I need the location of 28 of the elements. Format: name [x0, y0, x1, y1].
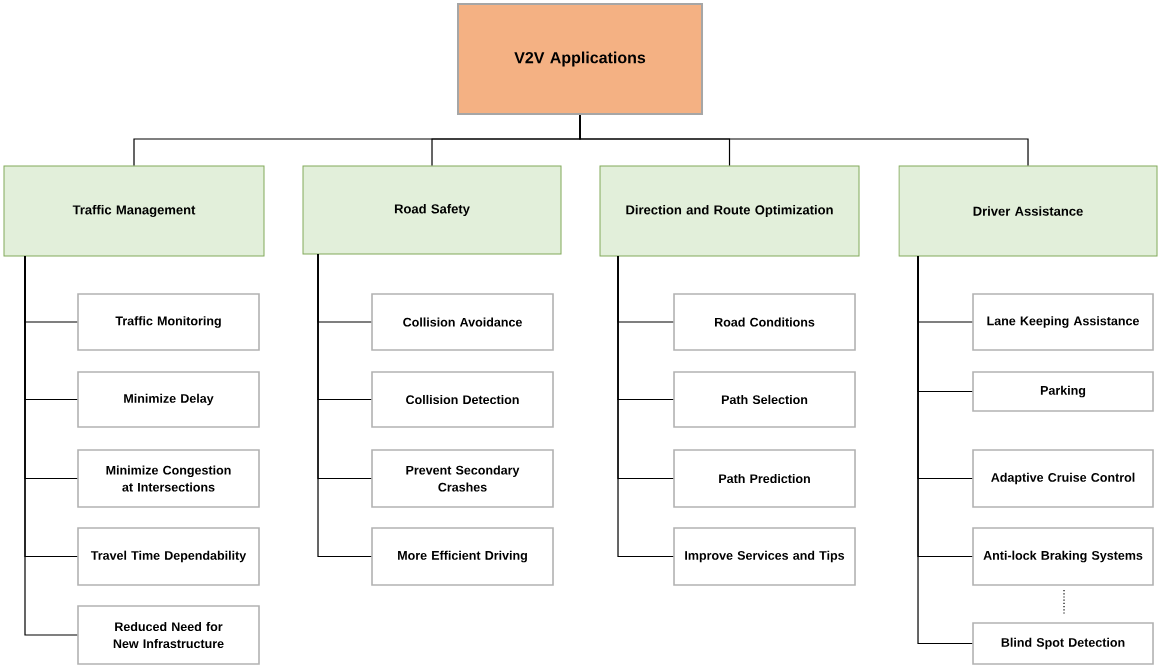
item-box: Path Selection — [673, 371, 856, 428]
item-box: Minimize Delay — [77, 371, 260, 428]
item-box: Reduced Need for New Infrastructure — [77, 605, 260, 665]
connector — [24, 255, 78, 636]
item-box: Road Conditions — [673, 293, 856, 351]
category-box: Driver Assistance — [898, 165, 1158, 257]
item-box: Improve Services and Tips — [673, 527, 856, 586]
item-box: Collision Avoidance — [371, 293, 554, 351]
connector — [617, 255, 674, 558]
connector — [579, 114, 1029, 167]
category-box: Road Safety — [302, 165, 562, 255]
category-box: Direction and Route Optimization — [599, 165, 860, 257]
item-box: Collision Detection — [371, 371, 554, 428]
connector — [317, 253, 372, 558]
item-box: Anti-lock Braking Systems — [972, 527, 1154, 586]
item-box: Travel Time Dependability — [77, 527, 260, 586]
root-box: V2V Applications — [457, 3, 703, 115]
item-box: More Efficient Driving — [371, 527, 554, 586]
item-box: Minimize Congestion at Intersections — [77, 449, 260, 508]
connector — [917, 255, 973, 645]
item-box: Path Prediction — [673, 449, 856, 508]
item-box: Adaptive Cruise Control — [972, 449, 1154, 508]
category-box: Traffic Management — [3, 165, 265, 257]
item-box: Prevent Secondary Crashes — [371, 449, 554, 508]
item-box: Lane Keeping Assistance — [972, 293, 1154, 351]
item-box: Traffic Monitoring — [77, 293, 260, 351]
item-box: Parking — [972, 371, 1154, 412]
item-box: Blind Spot Detection — [972, 622, 1154, 665]
